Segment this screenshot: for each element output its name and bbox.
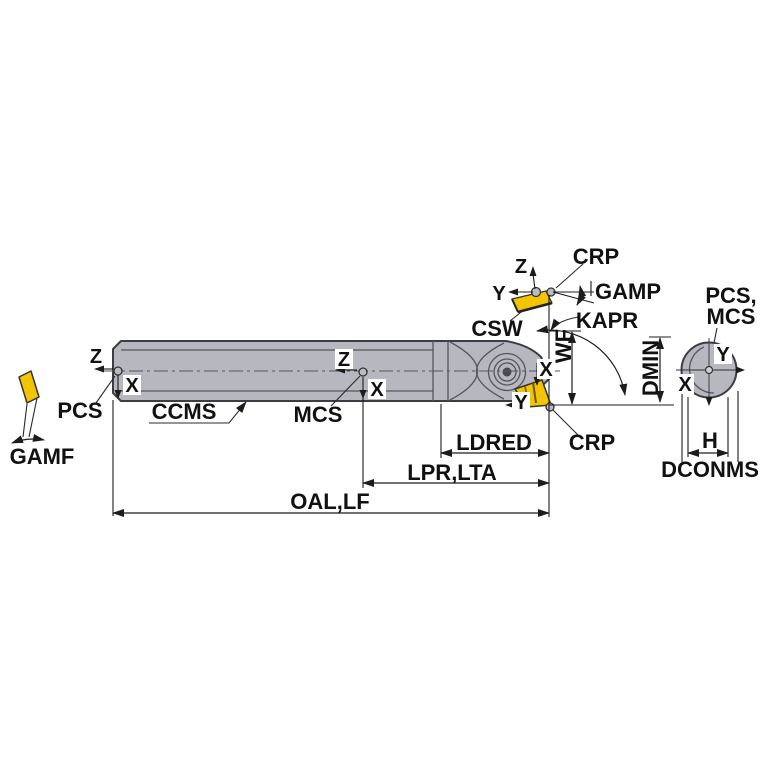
pcs-leader xyxy=(95,375,116,404)
axis-label-box xyxy=(714,344,732,364)
axis-label-y-top-insert: Y xyxy=(492,283,506,305)
label-kapr: KAPR xyxy=(576,308,638,333)
mcs-point xyxy=(358,367,368,377)
label-dconms: DCONMS xyxy=(661,457,759,482)
end-view-x-axis-arrow xyxy=(705,397,713,406)
label-pcs-mcs-line1: PCS, xyxy=(705,283,756,308)
gamf-insert xyxy=(18,370,40,404)
kapr-leader xyxy=(550,316,579,331)
end-view-y-axis-arrow xyxy=(736,366,745,374)
z-axis-arrow-top-insert xyxy=(529,266,537,276)
mcs-leader xyxy=(330,375,361,407)
gamf-angle-arc xyxy=(11,434,45,444)
crp-top-leader xyxy=(555,263,584,289)
label-pcs: PCS xyxy=(57,398,102,423)
label-h: H xyxy=(702,428,718,453)
gamp-ray-angled xyxy=(552,291,595,304)
axis-label-x-mid: X xyxy=(370,379,384,401)
axis-label-x-front: X xyxy=(539,359,553,381)
x-axis-arrow-mid xyxy=(359,390,367,399)
label-ccms: CCMS xyxy=(152,399,217,424)
clamp-screw-outer-ring xyxy=(487,352,527,392)
clamp-screw-ring-2 xyxy=(493,358,521,386)
csw-leader xyxy=(509,308,526,322)
x-axis-arrow-front xyxy=(533,377,541,386)
axis-label-box xyxy=(368,379,386,399)
label-crp-top: CRP xyxy=(573,244,619,269)
axis-label-box xyxy=(123,375,141,395)
axis-label-box xyxy=(335,349,353,369)
crp-bottom-point xyxy=(545,402,555,412)
label-crp-bottom: CRP xyxy=(569,430,615,455)
gamp-angle-arc xyxy=(576,285,587,306)
top-insert-edge-left xyxy=(511,298,519,313)
label-oal-lf: OAL,LF xyxy=(290,489,369,514)
axis-label-x-left: X xyxy=(125,375,139,397)
axis-label-z-top-insert: Z xyxy=(515,256,527,278)
label-lpr-lta: LPR,LTA xyxy=(407,460,497,485)
y-axis-arrow-top-insert xyxy=(508,288,518,296)
label-gamp: GAMP xyxy=(595,279,661,304)
label-dmin: DMIN xyxy=(638,340,663,396)
crp-bottom-leader xyxy=(552,409,579,436)
ccms-leader xyxy=(149,401,247,424)
gamf-ref-line-1 xyxy=(22,403,28,438)
head-transition-arc-right xyxy=(476,342,505,400)
axis-label-box xyxy=(512,392,530,412)
axis-label-box xyxy=(676,374,694,394)
axis-label-y-end-view: Y xyxy=(716,344,730,366)
end-view-center-point xyxy=(704,365,714,375)
clamp-screw-center xyxy=(502,367,512,377)
axis-label-z-mid: Z xyxy=(338,349,350,371)
z-axis-line-top-insert xyxy=(532,273,536,290)
x-axis-arrow-left xyxy=(114,390,122,399)
label-mcs: MCS xyxy=(294,402,343,427)
label-pcs-mcs-line2: MCS xyxy=(707,304,756,329)
axis-label-x-end-view: X xyxy=(678,374,692,396)
label-wf: WF xyxy=(551,329,576,363)
z-axis-arrow-left xyxy=(94,365,104,373)
label-gamf: GAMF xyxy=(10,444,75,469)
axis-label-y-front: Y xyxy=(514,392,528,414)
label-ldred: LDRED xyxy=(456,430,532,455)
gamf-ref-line-2 xyxy=(28,397,38,438)
head-transition-arc-left xyxy=(449,341,478,401)
front-insert-clamp-line-1 xyxy=(532,381,537,404)
axis-label-box xyxy=(490,283,508,303)
clamp-screw-ring-3 xyxy=(497,362,517,382)
axis-label-box xyxy=(537,359,555,379)
label-csw: CSW xyxy=(471,316,523,341)
axis-label-z-left: Z xyxy=(90,346,102,368)
pcs-point xyxy=(113,366,123,376)
